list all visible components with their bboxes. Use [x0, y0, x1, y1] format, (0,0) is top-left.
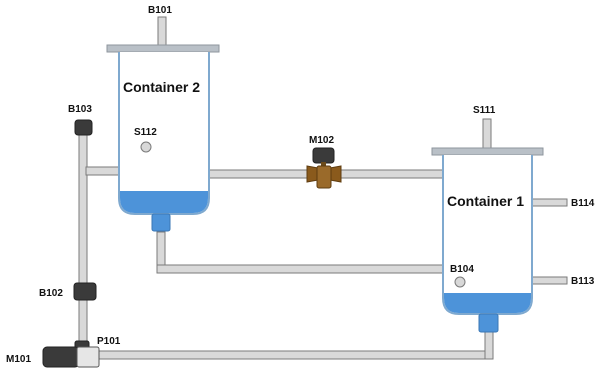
b103-label: B103 [68, 104, 92, 115]
container-2-label: Container 2 [123, 79, 200, 95]
b104-label: B104 [450, 264, 474, 275]
pipe-bottom-return [96, 350, 494, 360]
s112-label: S112 [134, 127, 157, 138]
pipe-m102-to-c1 [339, 169, 445, 179]
b102-sensor-icon [73, 282, 97, 301]
container-1-lid [431, 147, 544, 156]
s112-sensor-icon[interactable] [140, 141, 152, 153]
container-2-lid [106, 44, 220, 53]
m102-stem [321, 162, 326, 168]
m101-label: M101 [6, 354, 31, 365]
pipe-b101-stub [157, 16, 167, 48]
pipe-c1-outlet-down [484, 331, 494, 360]
pipe-left-to-c2 [85, 166, 120, 176]
b102-label: B102 [39, 288, 63, 299]
container-2-vessel [118, 52, 210, 215]
s111-label: S111 [473, 105, 496, 116]
m102-label: M102 [309, 135, 334, 146]
container-2-outlet [151, 213, 171, 232]
b114-label: B114 [571, 198, 595, 209]
m101-pump-casing-icon [76, 346, 100, 368]
m101-pump[interactable]: M101 P101 [6, 336, 121, 368]
pipe-left-vertical [78, 133, 88, 347]
container-2-water [120, 191, 208, 213]
b104-sensor-icon[interactable] [454, 276, 466, 288]
container-1-label: Container 1 [447, 193, 524, 209]
m102-actuator-icon [312, 147, 335, 164]
pipe-b113-stub [530, 276, 568, 285]
b103-sensor-icon [74, 119, 93, 136]
b103-sensor[interactable]: B103 [68, 104, 93, 136]
pipe-s111-stub [482, 118, 492, 150]
m101-motor-icon [42, 346, 80, 368]
m102-valve[interactable]: M102 [306, 135, 342, 189]
container-1-vessel [442, 155, 533, 315]
pipe-c2-to-c1-lower [156, 264, 445, 274]
p101-label: P101 [97, 336, 121, 347]
b113-label: B113 [571, 276, 595, 287]
container-1-outlet [478, 313, 499, 333]
b102-sensor[interactable]: B102 [39, 282, 97, 301]
container-1-water [444, 293, 531, 313]
container-2[interactable]: Container 2 S112 [106, 44, 220, 232]
pipe-b114-stub [530, 198, 568, 207]
container-1[interactable]: Container 1 B104 [431, 147, 544, 333]
b101-label: B101 [148, 5, 172, 16]
pipe-c2-to-m102 [208, 169, 310, 179]
m102-valve-center [316, 165, 332, 189]
